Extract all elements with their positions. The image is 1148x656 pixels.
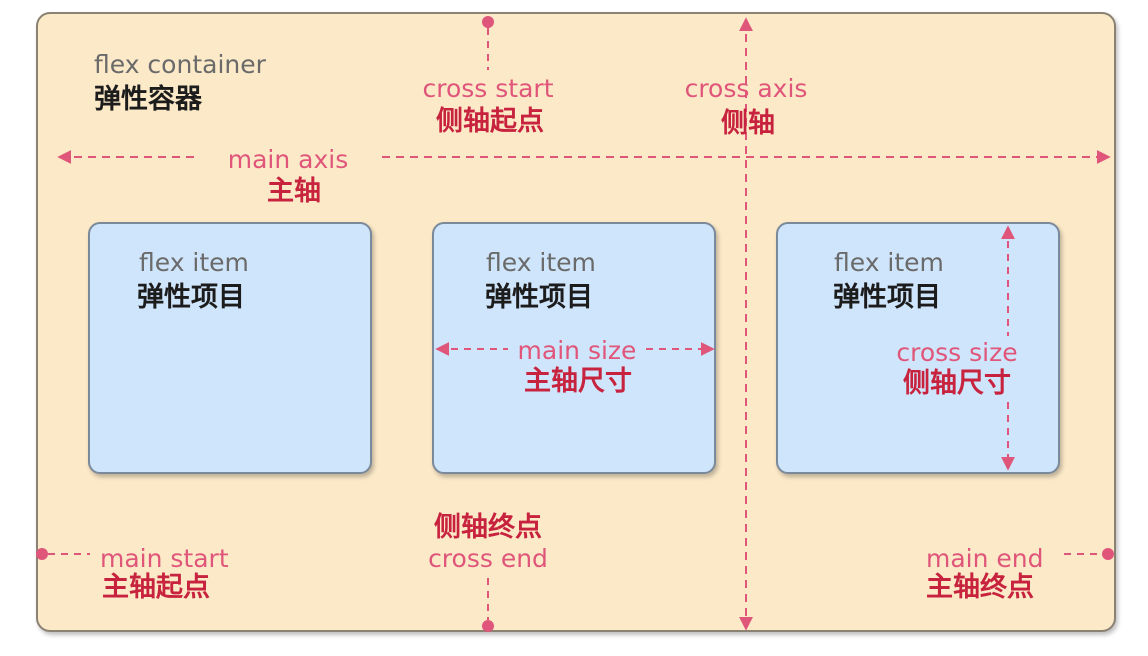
main-axis-label-en: main axis <box>227 145 349 174</box>
flex-item-3-label-zh: 弹性项目 <box>833 282 941 313</box>
flex-item-2-label-en: flex item <box>486 248 596 277</box>
main-start-label-zh: 主轴起点 <box>102 572 210 603</box>
cross-end-dot <box>482 620 494 632</box>
cross-axis-label-en: cross axis <box>684 74 808 103</box>
cross-size-label-en: cross size <box>896 338 1018 367</box>
cross-start-label-zh: 侧轴起点 <box>436 106 544 137</box>
main-start-label-en: main start <box>100 544 229 573</box>
flex-container-label-en: flex container <box>94 50 266 79</box>
main-end-label-en: main end <box>926 544 1044 573</box>
main-start-dot <box>36 548 48 560</box>
main-end-label-zh: 主轴终点 <box>926 572 1034 603</box>
main-size-label-en: main size <box>517 336 637 365</box>
cross-end-label-zh: 侧轴终点 <box>434 512 542 543</box>
main-axis-label-zh: 主轴 <box>267 176 321 207</box>
flex-item-box-1 <box>88 222 372 474</box>
flex-item-2-label-zh: 弹性项目 <box>485 282 593 313</box>
cross-start-label-en: cross start <box>422 74 554 103</box>
main-size-label-zh: 主轴尺寸 <box>524 366 632 397</box>
flex-item-3-label-en: flex item <box>834 248 944 277</box>
flex-container-label-zh: 弹性容器 <box>94 84 202 115</box>
flex-item-box-3 <box>776 222 1060 474</box>
flex-item-1-label-zh: 弹性项目 <box>137 282 245 313</box>
cross-size-label-zh: 侧轴尺寸 <box>903 368 1011 399</box>
cross-end-label-en: cross end <box>428 544 548 573</box>
cross-axis-label-zh: 侧轴 <box>721 108 775 139</box>
cross-start-dot <box>482 16 494 28</box>
flex-item-1-label-en: flex item <box>139 248 249 277</box>
main-end-dot <box>1102 548 1114 560</box>
